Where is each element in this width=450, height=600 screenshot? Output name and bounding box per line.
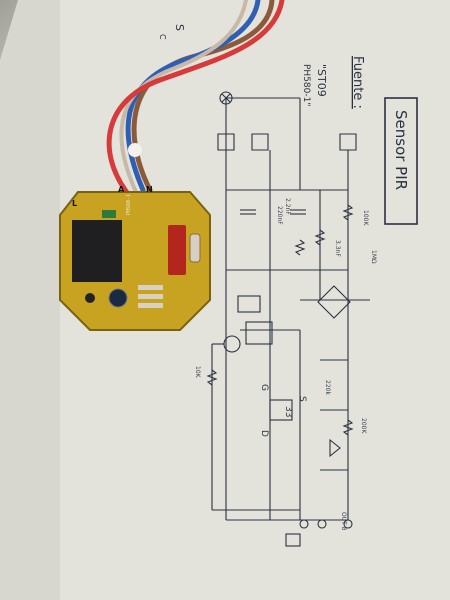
paper-shadow-left [0,0,60,600]
cap-label-3: 3.3nF [334,240,341,257]
trans-d: D [259,430,269,437]
top-note-1: S [173,24,186,31]
res-label-3: 200K [360,418,367,434]
res-label-5: 10K [194,366,201,379]
resistor-a [138,285,163,290]
film-capacitor [168,225,186,275]
cable-tie [128,143,142,157]
wire-label-l: L [72,199,77,208]
schematic [206,91,370,547]
top-note-2: C [158,34,167,40]
wire-label-n: N [146,185,153,194]
zener-value: 33 [283,406,293,417]
power-resistor [189,233,201,263]
model-line-2: PH580-1" [301,64,311,107]
resistor-c [138,303,163,308]
pcb-code: PHS80-1 [126,194,132,215]
res-label-2: 220k [324,380,331,395]
trans-s: S [297,396,307,402]
trans-g: G [259,384,269,391]
cap-label-1: 2.2nF [284,198,291,215]
res-label-4: 1MΩ [370,250,377,264]
out-label: OUT 8 [340,512,347,531]
small-cap [85,293,95,303]
model-line-1: "ST09 [315,64,328,97]
fuente-label: Fuente : [350,56,365,109]
resistor-b [138,294,163,299]
pcb-module: PHS80-1 A N L [59,185,211,331]
wire-label-a: A [118,185,125,194]
title-text: Sensor PIR [392,110,410,190]
title-box: Sensor PIR [384,97,418,225]
cap-label-2: 220nF [276,206,283,225]
res-label-1: 100K [362,210,369,226]
electrolytic-cap [108,288,128,308]
green-cap [102,210,116,218]
relay-block [72,220,122,282]
wire-bundle [106,0,285,197]
